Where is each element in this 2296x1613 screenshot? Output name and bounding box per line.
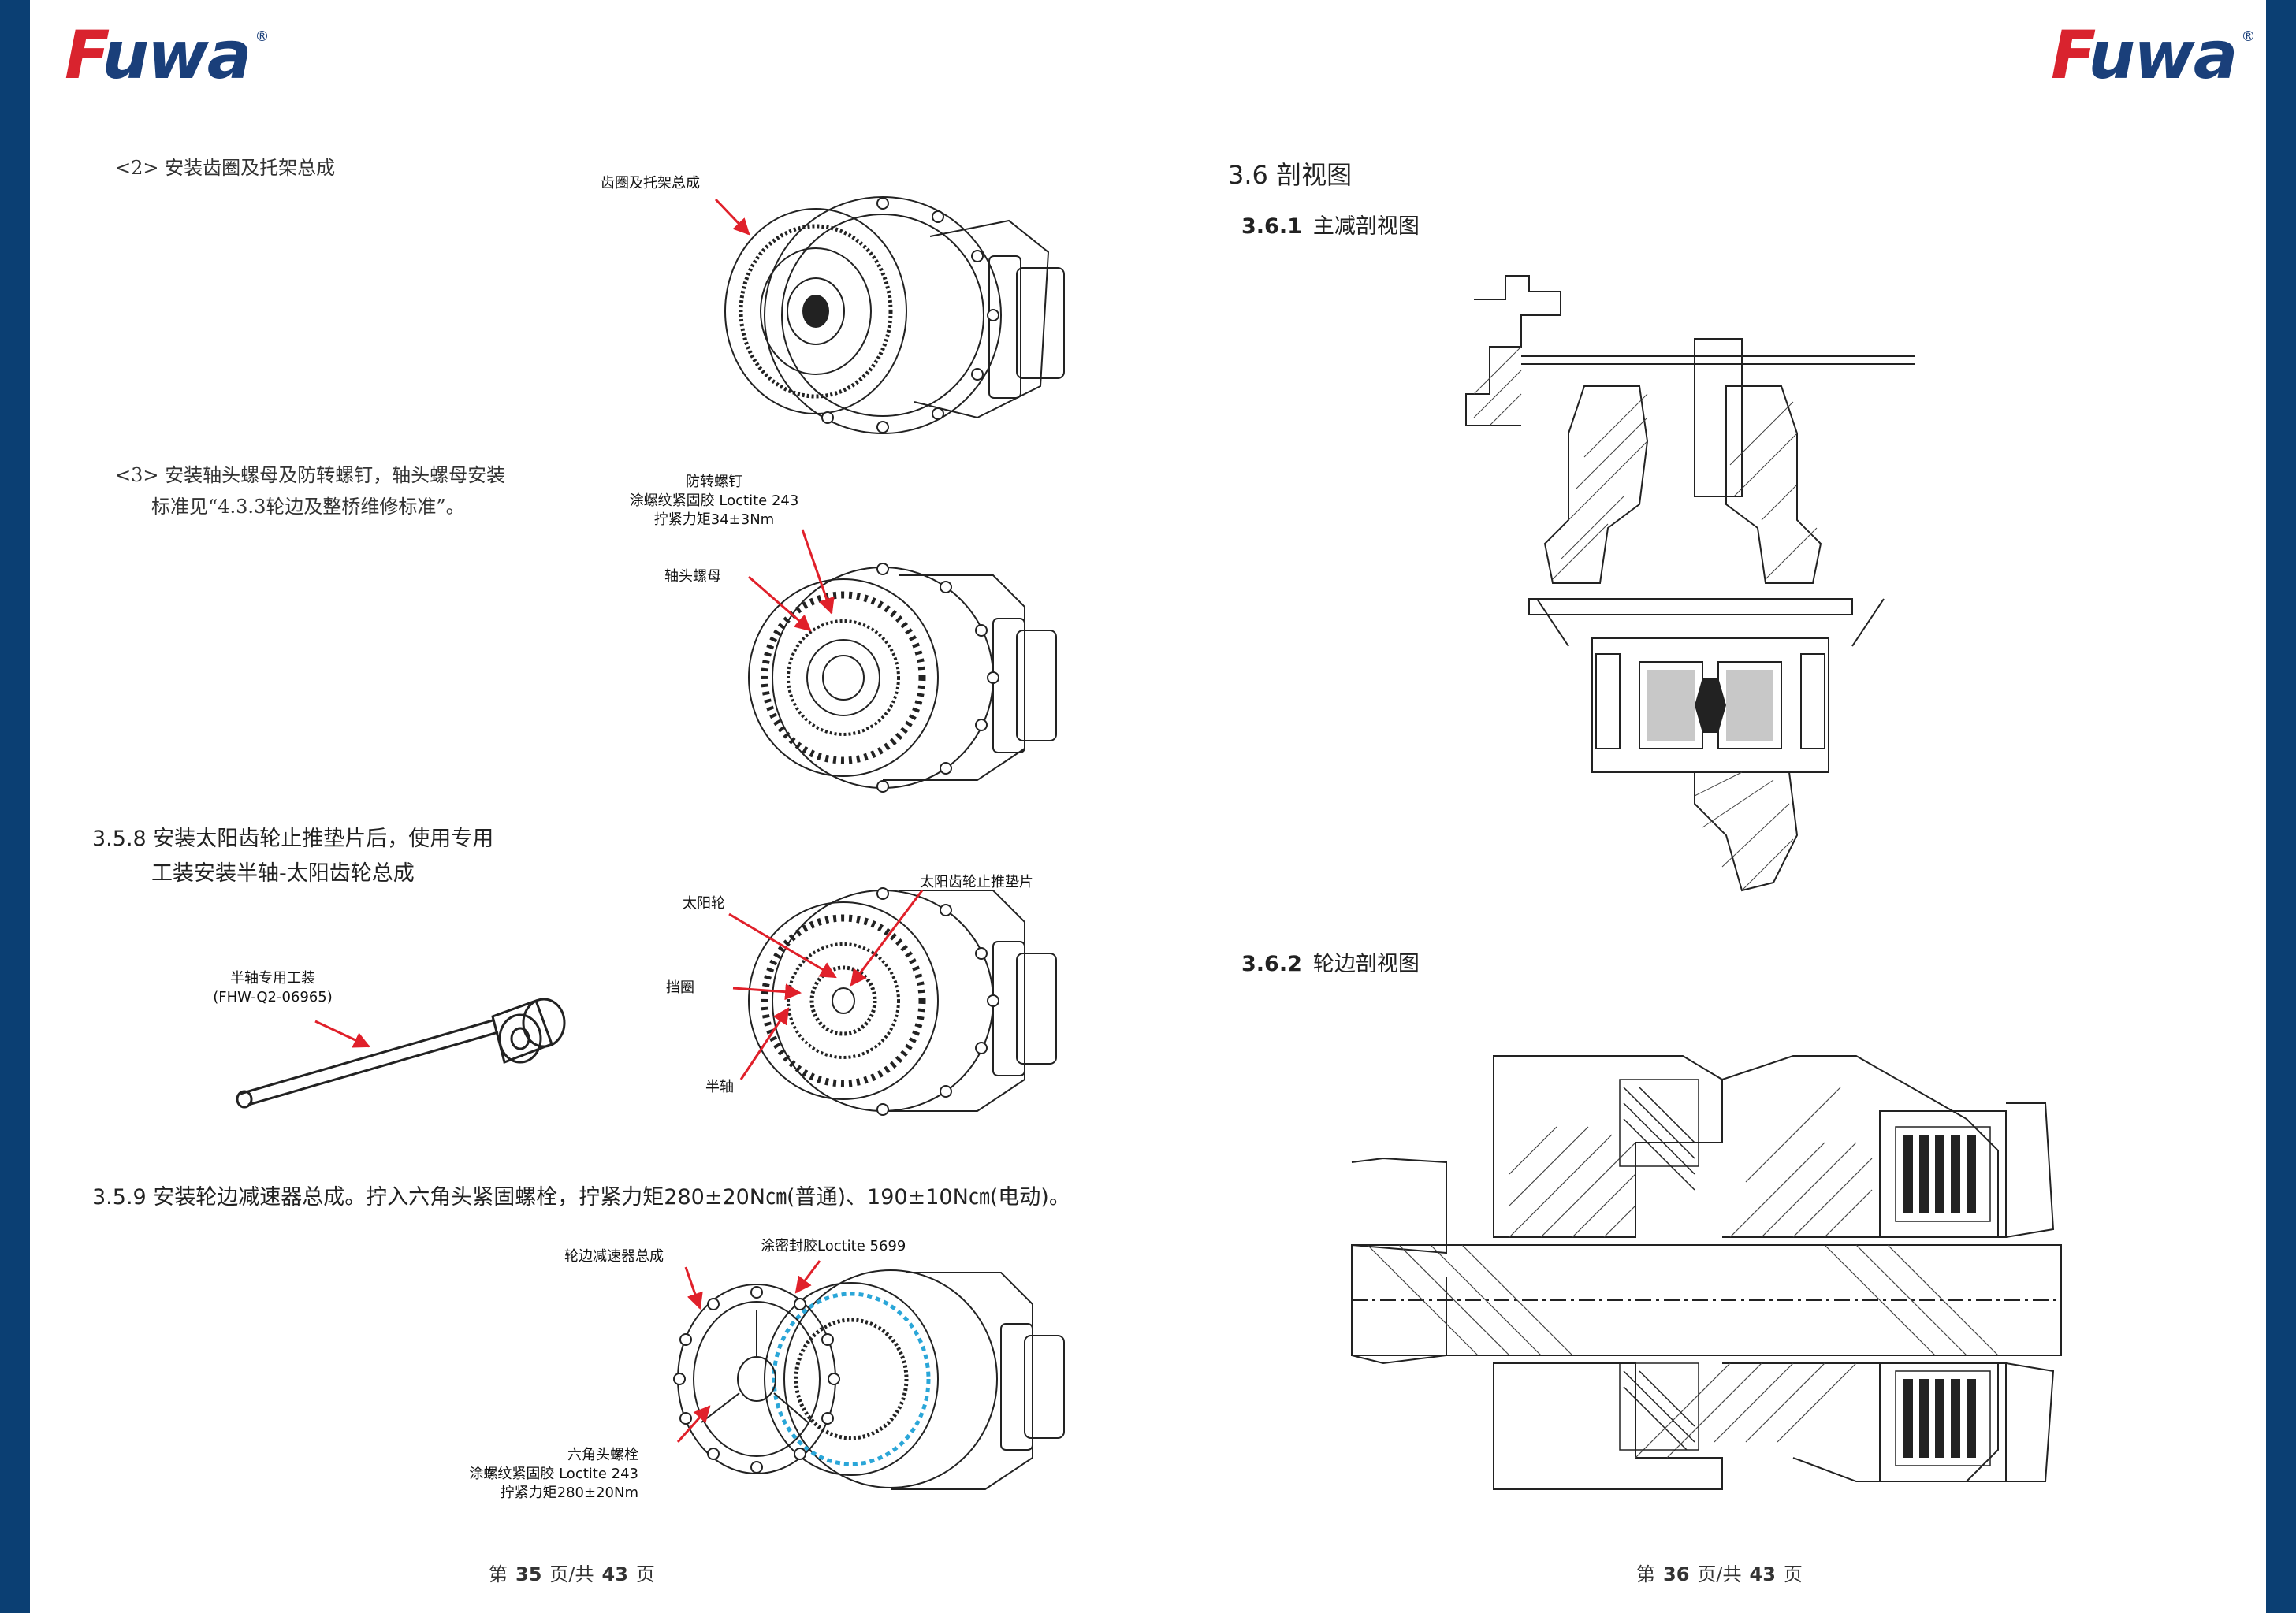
fuwa-logo-right: Fuwa ® bbox=[2051, 17, 2256, 94]
section-358-arrows bbox=[728, 890, 924, 1080]
ring-carrier-install-figure bbox=[724, 196, 1065, 434]
hub-reducer-assembly-callout: 轮边减速器总成 bbox=[564, 1248, 664, 1265]
main-reducer-section-drawing bbox=[1465, 275, 1915, 892]
step3-text-line1: <3> 安装轴头螺母及防转螺钉，轴头螺母安装 bbox=[115, 464, 506, 486]
hub-reducer-install-figure bbox=[673, 1269, 1065, 1490]
fuwa-logo-left: Fuwa ® bbox=[65, 17, 270, 94]
half-shaft-callout: 半轴 bbox=[705, 1079, 734, 1095]
thrust-washer-callout: 太阳齿轮止推垫片 bbox=[920, 874, 1033, 890]
sun-gear-callout: 太阳轮 bbox=[683, 895, 725, 912]
axle-nut-install-figure bbox=[748, 563, 1057, 793]
sun-gear-install-figure bbox=[748, 887, 1057, 1116]
hex-bolt-callout: 六角头螺栓 涂螺纹紧固胶 Loctite 243 拧紧力矩280±20Nm bbox=[469, 1447, 638, 1501]
retaining-ring-callout: 挡圈 bbox=[666, 979, 694, 996]
step3-text-line2: 标准见“4.3.3轮边及整桥维修标准”。 bbox=[151, 496, 465, 518]
ring-carrier-callout: 齿圈及托架总成 bbox=[601, 175, 700, 191]
section-36-title: 3.6 剖视图 bbox=[1228, 160, 1353, 190]
section-359-arrows bbox=[676, 1260, 821, 1443]
sealant-callout: 涂密封胶Loctite 5699 bbox=[761, 1238, 906, 1254]
right-page-edge-bar bbox=[2266, 0, 2296, 1613]
section-359-text: 3.5.9 安装轮边减速器总成。拧入六角头紧固螺栓，拧紧力矩280±20N㎝(普… bbox=[92, 1185, 1070, 1210]
anti-rotation-screw-callout: 防转螺钉 涂螺纹紧固胶 Loctite 243 拧紧力矩34±3Nm bbox=[629, 474, 799, 528]
tool-callout-arrow bbox=[314, 1020, 370, 1048]
half-shaft-tool-callout: 半轴专用工装 (FHW-Q2-06965) bbox=[213, 970, 333, 1005]
section-358-line1: 3.5.8 安装太阳齿轮止推垫片后，使用专用 bbox=[92, 827, 494, 851]
hub-reducer-section-drawing bbox=[1351, 1055, 2062, 1490]
section-358-line2: 工装安装半轴-太阳齿轮总成 bbox=[151, 861, 415, 886]
axle-nut-callout: 轴头螺母 bbox=[664, 568, 721, 585]
half-shaft-special-tool-figure bbox=[236, 998, 566, 1109]
step2-text: <2> 安装齿圈及托架总成 bbox=[115, 157, 336, 179]
left-page-edge-bar bbox=[0, 0, 30, 1613]
step3-arrows bbox=[748, 529, 835, 632]
ring-carrier-arrow bbox=[714, 198, 750, 236]
